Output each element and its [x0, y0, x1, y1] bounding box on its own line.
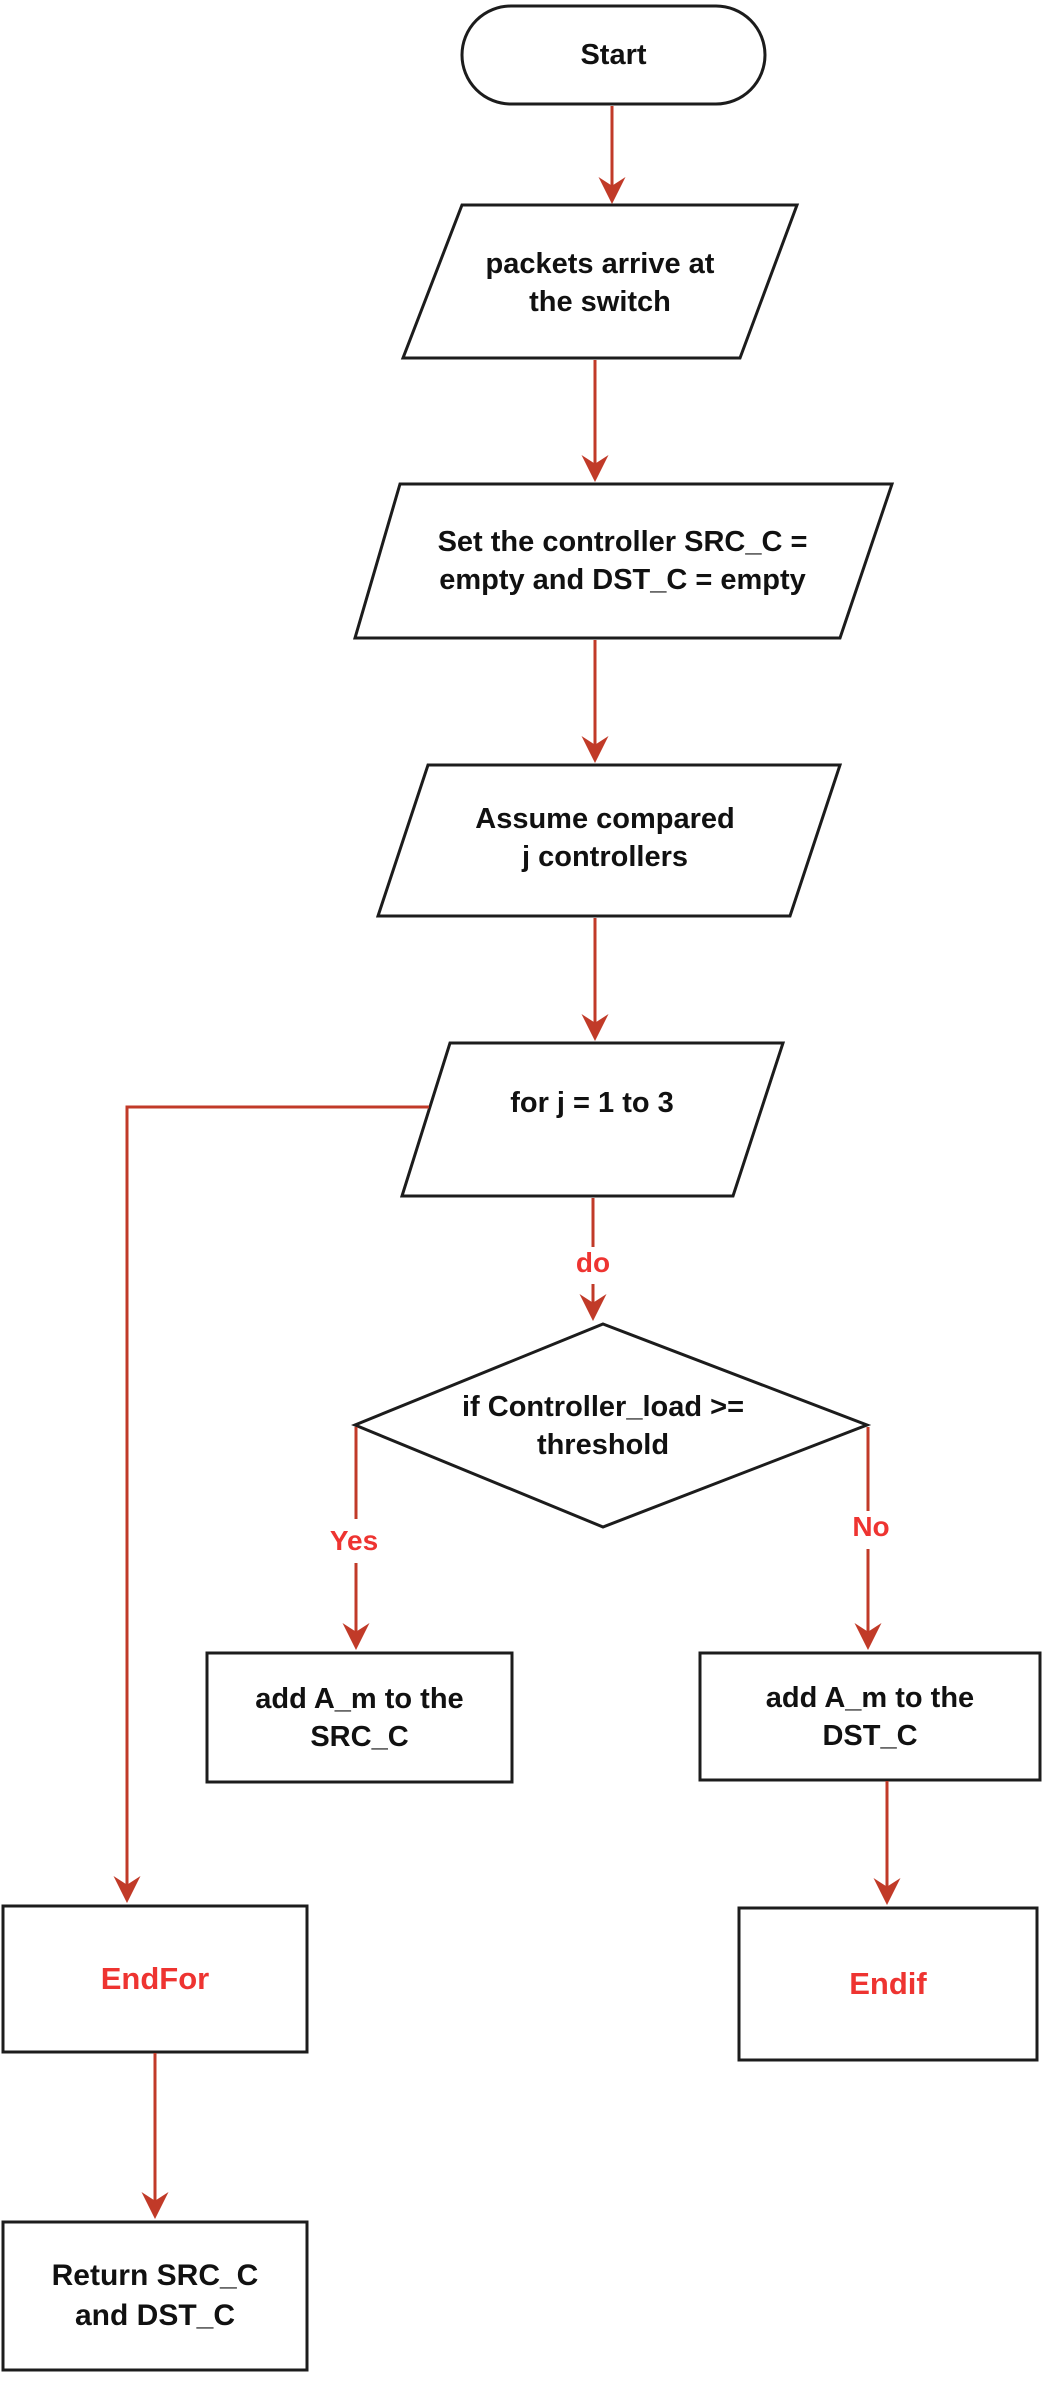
- return-node-label: Return SRC_C and DST_C: [51, 2259, 259, 2332]
- start-node-label: Start: [462, 6, 765, 104]
- endif-shape: [737, 1906, 1039, 2062]
- do-edge-label: do: [575, 1247, 611, 1278]
- start-label-text: Start: [580, 39, 647, 71]
- add-src-process-shape: [205, 1651, 514, 1784]
- no-edge-label: No: [852, 1511, 890, 1542]
- endfor-shape: [1, 1904, 309, 2054]
- for-loop-node-label: for j = 1 to 3: [510, 1087, 674, 1119]
- endfor-node-label: EndFor: [100, 1961, 210, 1996]
- set-controller-io-shape: [352, 482, 895, 640]
- for-loop-io-shape: [399, 1041, 786, 1198]
- add-dst-node-label: add A_m to the DST_C: [765, 1681, 975, 1752]
- decision-diamond-shape: [351, 1322, 872, 1529]
- assume-node-label: Assume compared j controllers: [475, 803, 735, 873]
- return-shape: [1, 2220, 309, 2372]
- yes-edge-label: Yes: [329, 1525, 379, 1556]
- add-dst-process-shape: [698, 1651, 1042, 1782]
- add-src-node-label: add A_m to the SRC_C: [255, 1682, 464, 1753]
- set-controller-node-label: Set the controller SRC_C = empty and DST…: [437, 526, 808, 596]
- assume-io-shape: [375, 763, 843, 918]
- decision-node-label: if Controller_load >= threshold: [462, 1391, 744, 1461]
- packets-node-label: packets arrive at the switch: [485, 248, 715, 318]
- loopback-for-to-endfor: [113, 1105, 429, 1904]
- start-terminator-shape: [460, 4, 767, 106]
- endif-node-label: Endif: [849, 1966, 927, 2001]
- packets-io-shape: [400, 203, 800, 360]
